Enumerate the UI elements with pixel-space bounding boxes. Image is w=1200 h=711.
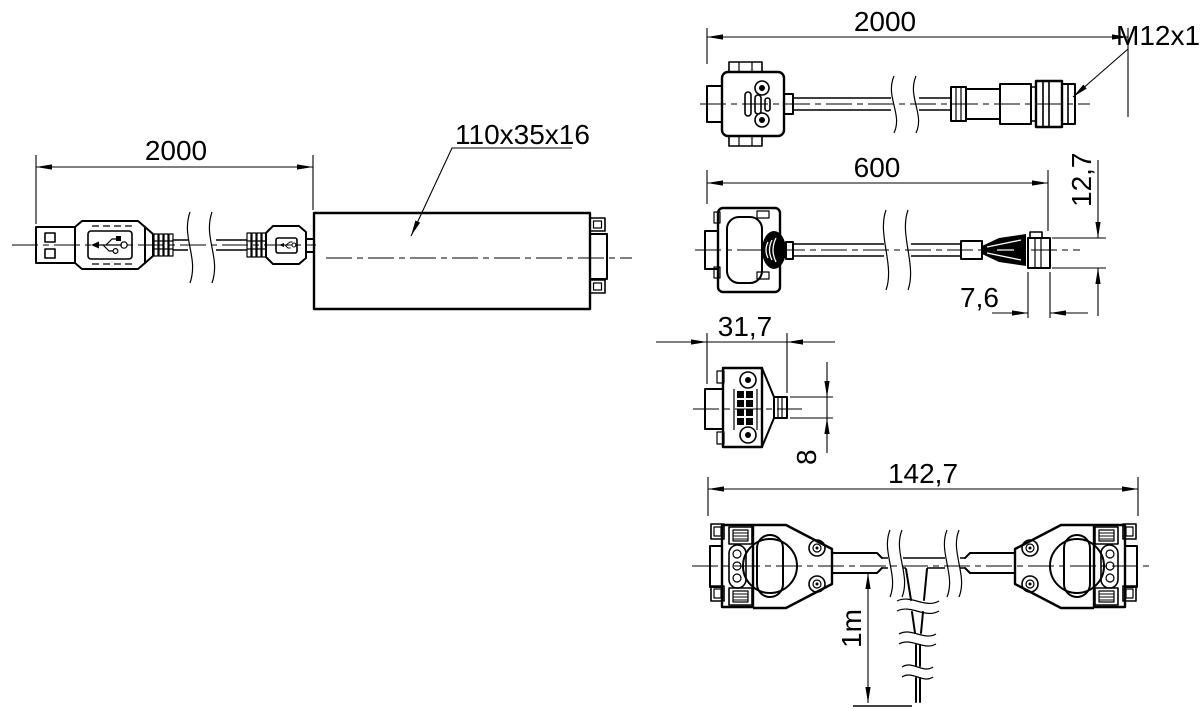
dimension-label: 1m — [836, 609, 867, 648]
leader-m12-thread: M12x1 — [1072, 20, 1200, 98]
box-size-label: 110x35x16 — [455, 119, 590, 150]
break-symbol — [886, 529, 963, 598]
dimension-31-7: 31,7 — [656, 311, 835, 393]
dsub-hood-connector — [704, 206, 794, 294]
cable-with-break — [173, 211, 247, 284]
usb-a-connector — [35, 220, 174, 270]
usb-trident-icon — [91, 236, 128, 255]
jack-screw — [589, 217, 606, 232]
modular-plug — [960, 231, 1051, 269]
view-plug-cable: 600 — [695, 152, 1106, 318]
cable-with-break — [793, 209, 961, 291]
break-symbol — [882, 209, 912, 291]
dimension-label: 2000 — [854, 6, 916, 37]
thumbscrew — [1094, 526, 1119, 545]
dimension-1m: 1m — [836, 573, 912, 707]
view-m12-cable: 2000 M12x1 — [700, 6, 1200, 147]
mini-usb-connector — [246, 225, 315, 265]
cable-with-break — [793, 75, 951, 134]
usb-contact — [44, 248, 56, 259]
thumbscrew — [728, 526, 753, 545]
dimension-7-6: 7,6 — [960, 272, 1088, 318]
cable-grommet — [762, 231, 786, 269]
y-cable-runs — [831, 529, 1016, 598]
adapter-body — [704, 366, 788, 449]
pin-stack — [737, 391, 753, 425]
view-usb-converter: 2000 110x35x16 — [12, 119, 632, 311]
dimension-12-7: 12,7 — [1052, 153, 1106, 316]
dsub-connector-right — [1013, 523, 1138, 610]
break-symbol — [186, 211, 216, 284]
branch-cable — [896, 568, 940, 703]
jack-screw — [589, 279, 606, 294]
dsub-port — [589, 233, 608, 280]
dimension-label: 31,7 — [718, 311, 773, 342]
thread-label: M12x1 — [1116, 20, 1200, 51]
dimension-label: 12,7 — [1066, 153, 1097, 208]
thumbscrew — [728, 135, 763, 147]
dimension-2000-usb: 2000 — [35, 135, 314, 224]
view-y-cable: 142,7 — [692, 458, 1152, 707]
dimension-8: 8 — [790, 362, 833, 465]
dsub-connector-left — [709, 523, 834, 610]
dimension-600: 600 — [706, 152, 1049, 231]
dsub-connector — [706, 61, 794, 147]
break-symbol — [890, 75, 920, 134]
dimension-142-7: 142,7 — [707, 458, 1139, 516]
leader-box-size: 110x35x16 — [410, 119, 590, 237]
dimension-2000-m12: 2000 — [706, 6, 1129, 117]
dimension-label: 7,6 — [960, 282, 999, 313]
usb-trident-icon — [279, 241, 297, 249]
strain-relief-ribs — [153, 233, 174, 257]
dimension-label: 8 — [791, 449, 822, 465]
converter-box — [312, 211, 608, 311]
view-adapter-side: 31,7 8 — [656, 311, 835, 465]
thumbscrew — [728, 61, 763, 73]
modular-jack — [773, 396, 788, 419]
break-symbol — [896, 598, 940, 680]
usb-contact — [44, 232, 56, 243]
dimension-label: 142,7 — [888, 458, 958, 489]
dimension-label: 600 — [854, 152, 901, 183]
dimension-label: 2000 — [145, 135, 207, 166]
m12-connector — [950, 79, 1076, 129]
